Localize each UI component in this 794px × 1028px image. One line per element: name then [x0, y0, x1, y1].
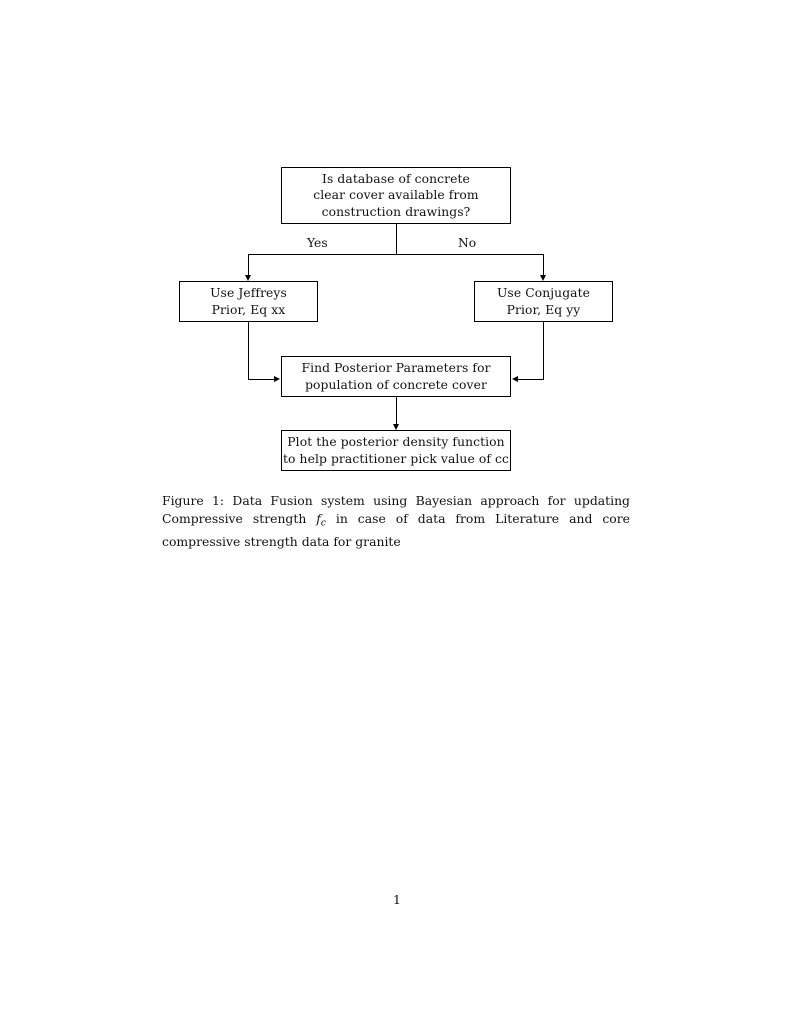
connector-split-bar: [248, 254, 544, 255]
flowchart-node-conjugate-prior: Use Conjugate Prior, Eq yy: [474, 281, 613, 322]
flowchart-node-find-posterior: Find Posterior Parameters for population…: [281, 356, 511, 397]
figure-caption-label: Figure 1:: [162, 493, 225, 508]
arrowhead-no-branch: [540, 275, 546, 281]
connector-decision-stem: [396, 224, 397, 255]
node-decision-line-3: construction drawings?: [321, 204, 471, 219]
flowchart-diagram: Is database of concrete clear cover avai…: [0, 0, 794, 500]
connector-posterior-to-plot: [396, 397, 397, 424]
figure-caption-math-f: f: [316, 510, 321, 526]
arrowhead-jeffreys-to-posterior: [274, 376, 280, 382]
figure-caption-text-part-2: in case of data from Literature and core…: [162, 510, 630, 549]
arrowhead-posterior-to-plot: [393, 424, 399, 430]
node-plot-line-2: to help practitioner pick value of cc: [283, 451, 509, 466]
connector-conjugate-left: [518, 379, 544, 380]
arrowhead-conjugate-to-posterior: [512, 376, 518, 382]
connector-yes-branch: [248, 254, 249, 275]
page-number: 1: [393, 892, 401, 907]
connector-no-branch: [543, 254, 544, 275]
edge-label-no: No: [458, 236, 477, 250]
figure-caption: Figure 1: Data Fusion system using Bayes…: [162, 492, 630, 550]
arrowhead-yes-branch: [245, 275, 251, 281]
node-posterior-line-2: population of concrete cover: [305, 377, 487, 392]
connector-jeffreys-down: [248, 322, 249, 380]
connector-jeffreys-right: [248, 379, 274, 380]
node-conjugate-line-1: Use Conjugate: [496, 285, 591, 300]
node-decision-line-1: Is database of concrete: [322, 171, 470, 186]
edge-label-yes: Yes: [307, 236, 328, 250]
figure-caption-text-part-1: Data Fusion system using Bayesian approa…: [162, 493, 630, 526]
node-conjugate-line-2: Prior, Eq yy: [506, 302, 581, 317]
node-jeffreys-line-1: Use Jeffreys: [210, 285, 287, 300]
figure-caption-math-subscript: c: [320, 518, 326, 529]
connector-conjugate-down: [543, 322, 544, 380]
flowchart-node-plot-density: Plot the posterior density function to h…: [281, 430, 511, 471]
flowchart-node-jeffreys-prior: Use Jeffreys Prior, Eq xx: [179, 281, 318, 322]
node-jeffreys-line-2: Prior, Eq xx: [211, 302, 286, 317]
node-posterior-line-1: Find Posterior Parameters for: [301, 360, 491, 375]
flowchart-node-decision: Is database of concrete clear cover avai…: [281, 167, 511, 224]
node-plot-line-1: Plot the posterior density function: [287, 434, 505, 449]
node-decision-line-2: clear cover available from: [313, 188, 479, 203]
